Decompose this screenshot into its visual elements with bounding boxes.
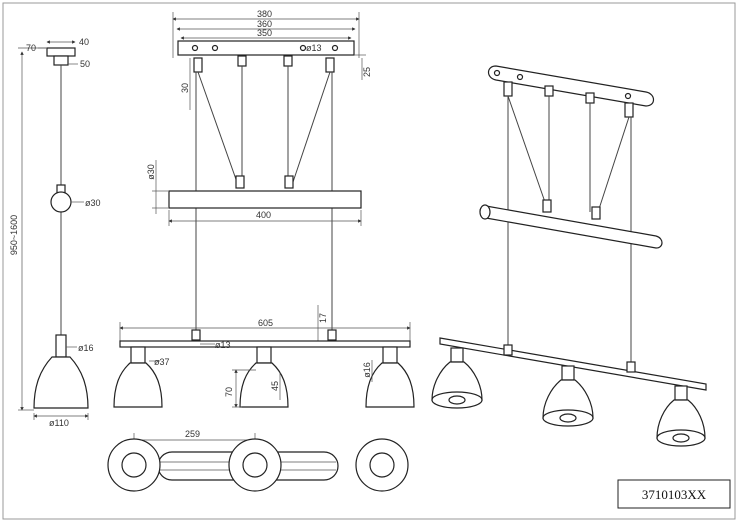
iso-shade-left [431, 347, 483, 409]
canopy-width-mid-label: 360 [257, 19, 272, 29]
shade-height-label: 70 [224, 387, 234, 397]
top-shade-right [355, 438, 409, 492]
top-shade-center [228, 438, 282, 492]
side-canopy [46, 47, 76, 57]
front-shade-center [239, 346, 289, 408]
shade-neck-diameter-label: ø16 [362, 362, 372, 378]
shade-top-diameter-label: ø37 [154, 357, 170, 367]
bar-diameter-label: ø30 [146, 164, 156, 180]
pulley-left [193, 57, 203, 73]
side-neck-label: ø16 [78, 343, 94, 353]
total-height-label: 950~1600 [9, 215, 19, 255]
bar-length-label: 400 [256, 210, 271, 220]
front-shade-right [365, 346, 415, 408]
side-top-width-label: 70 [26, 43, 36, 53]
iso-shade-right [656, 385, 706, 447]
side-canopy-height-label: 40 [79, 37, 89, 47]
canopy-height-label: 25 [362, 67, 372, 77]
iso-counterweight-bar [479, 205, 663, 249]
iso-shade-center [542, 365, 594, 427]
counterweight-bar [168, 190, 362, 209]
top-spacing-label: 259 [185, 429, 200, 439]
front-view: 380 360 350 ø13 25 30 [113, 9, 415, 408]
canopy-hole-label: ø13 [306, 43, 322, 53]
side-shade-neck [55, 334, 67, 358]
side-view: 950~1600 70 40 50 ø30 ø16 ø110 [9, 37, 101, 428]
isometric-view [431, 65, 707, 447]
canopy-width-outer-label: 380 [257, 9, 272, 19]
pulley-right [325, 57, 335, 73]
pulley-height-label: 30 [180, 83, 190, 93]
product-code-box [617, 479, 731, 509]
side-bar-section [50, 191, 72, 213]
side-canopy-mount [53, 55, 69, 66]
canopy-width-inner-label: 350 [257, 28, 272, 38]
side-shade [33, 356, 89, 409]
product-code: 3710103XX [642, 487, 707, 502]
rail-length-label: 605 [258, 318, 273, 328]
sheet-border [2, 2, 736, 520]
iso-canopy [487, 65, 655, 107]
side-shade-diameter-label: ø110 [49, 418, 69, 428]
rail-height-label: 17 [318, 313, 328, 323]
front-canopy [177, 40, 355, 56]
side-canopy-depth-label: 50 [80, 59, 90, 69]
shade-neck-height-label: 45 [270, 381, 280, 391]
side-bar-diameter-label: ø30 [85, 198, 101, 208]
pulley-center [283, 55, 293, 67]
lamp-rail [119, 340, 411, 348]
top-shade-left [107, 438, 161, 492]
front-shade-left [113, 346, 163, 408]
top-view: 259 [107, 429, 409, 492]
rail-hole-label: ø13 [215, 340, 231, 350]
